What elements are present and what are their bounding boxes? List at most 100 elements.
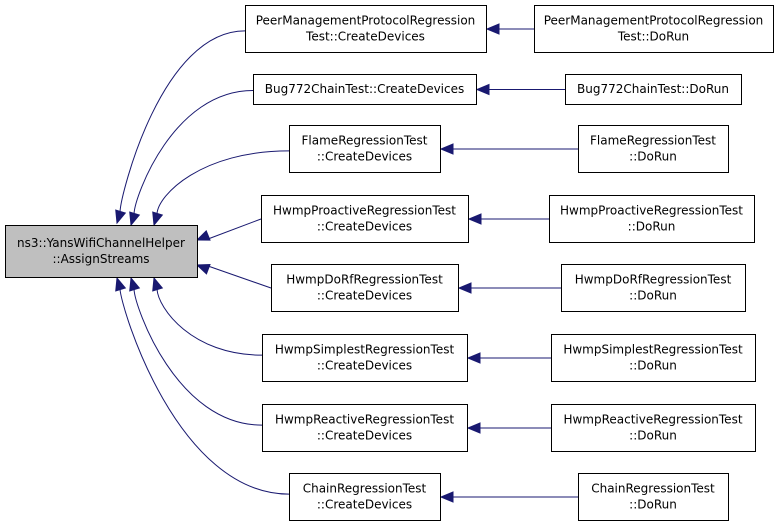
node-r4[interactable]: HwmpProactiveRegressionTest::DoRun xyxy=(549,195,755,243)
node-c3[interactable]: FlameRegressionTest::CreateDevices xyxy=(289,125,441,173)
node-c8[interactable]: ChainRegressionTest::CreateDevices xyxy=(289,473,441,521)
node-box xyxy=(534,5,774,53)
edge-r3-to-c3 xyxy=(439,143,578,155)
node-box xyxy=(262,334,468,382)
node-label: FlameRegressionTest xyxy=(302,134,428,148)
node-box xyxy=(245,5,487,53)
node-box xyxy=(551,404,756,452)
node-label: ChainRegressionTest xyxy=(591,482,715,496)
node-r5[interactable]: HwmpDoRfRegressionTest::DoRun xyxy=(561,264,746,312)
edge-r7-to-c7 xyxy=(466,422,551,434)
edge-line xyxy=(119,288,290,495)
node-label: HwmpProactiveRegressionTest xyxy=(273,204,456,218)
node-box xyxy=(578,125,729,173)
edge-line xyxy=(119,30,246,213)
node-c5[interactable]: HwmpDoRfRegressionTest::CreateDevices xyxy=(271,264,459,312)
edge-arrowhead xyxy=(467,213,482,225)
edge-r4-to-c4 xyxy=(467,213,549,225)
node-label: Bug772ChainTest::DoRun xyxy=(577,82,729,96)
edge-line xyxy=(156,150,290,215)
node-label: ::DoRun xyxy=(629,359,677,373)
node-label: HwmpSimplestRegressionTest xyxy=(563,343,743,357)
node-r6[interactable]: HwmpSimplestRegressionTest::DoRun xyxy=(551,334,756,382)
node-label: ::AssignStreams xyxy=(52,252,149,266)
node-r1[interactable]: PeerManagementProtocolRegressionTest::Do… xyxy=(534,5,774,53)
edge-c8-to-root xyxy=(115,276,290,495)
edge-arrowhead xyxy=(475,83,490,96)
edge-arrowhead xyxy=(195,264,211,275)
node-label: ::CreateDevices xyxy=(317,220,412,234)
edge-arrowhead xyxy=(115,209,127,225)
node-r2[interactable]: Bug772ChainTest::DoRun xyxy=(565,74,742,105)
node-box xyxy=(262,404,468,452)
edge-arrowhead xyxy=(466,422,481,434)
node-box xyxy=(549,195,755,243)
edge-c6-to-root xyxy=(152,276,263,356)
node-box xyxy=(271,264,459,312)
edge-c5-to-root xyxy=(195,264,272,289)
node-box xyxy=(578,473,729,521)
edge-arrowhead xyxy=(439,491,454,503)
edge-r2-to-c2 xyxy=(475,83,565,96)
edge-line xyxy=(207,218,262,240)
edge-arrowhead xyxy=(439,143,454,155)
edge-arrowhead xyxy=(485,23,500,35)
edge-arrowhead xyxy=(152,211,164,227)
node-box xyxy=(551,334,756,382)
edge-arrowhead xyxy=(129,211,141,227)
edge-c1-to-root xyxy=(115,30,246,225)
node-label: ::CreateDevices xyxy=(317,429,412,443)
edge-line xyxy=(133,90,254,215)
edge-c2-to-root xyxy=(129,90,254,227)
node-c7[interactable]: HwmpReactiveRegressionTest::CreateDevice… xyxy=(262,404,468,452)
node-label: ::CreateDevices xyxy=(317,289,412,303)
node-r8[interactable]: ChainRegressionTest::DoRun xyxy=(578,473,729,521)
node-label: ::CreateDevices xyxy=(317,150,412,164)
node-c6[interactable]: HwmpSimplestRegressionTest::CreateDevice… xyxy=(262,334,468,382)
edge-arrowhead xyxy=(457,282,472,294)
edge-arrowhead xyxy=(115,276,127,292)
edge-r6-to-c6 xyxy=(466,352,551,364)
node-c2[interactable]: Bug772ChainTest::CreateDevices xyxy=(253,74,477,105)
node-label: PeerManagementProtocolRegression xyxy=(544,14,764,28)
node-r7[interactable]: HwmpReactiveRegressionTest::DoRun xyxy=(551,404,756,452)
node-r3[interactable]: FlameRegressionTest::DoRun xyxy=(578,125,729,173)
edge-arrowhead xyxy=(129,276,141,292)
edge-arrowhead xyxy=(195,229,211,241)
nodes-layer: ns3::YansWifiChannelHelper::AssignStream… xyxy=(5,5,774,521)
edge-arrowhead xyxy=(152,276,164,292)
node-c1[interactable]: PeerManagementProtocolRegressionTest::Cr… xyxy=(245,5,487,53)
node-label: HwmpReactiveRegressionTest xyxy=(563,413,742,427)
edge-c4-to-root xyxy=(195,218,262,241)
node-label: ::CreateDevices xyxy=(317,359,412,373)
node-box xyxy=(289,473,441,521)
node-label: ChainRegressionTest xyxy=(303,482,427,496)
node-c4[interactable]: HwmpProactiveRegressionTest::CreateDevic… xyxy=(261,195,469,243)
node-label: HwmpDoRfRegressionTest xyxy=(575,273,732,287)
node-label: HwmpSimplestRegressionTest xyxy=(275,343,455,357)
edge-arrowhead xyxy=(466,352,481,364)
node-box xyxy=(561,264,746,312)
node-label: ::DoRun xyxy=(629,289,677,303)
node-box xyxy=(565,74,742,105)
edge-line xyxy=(133,288,263,426)
edge-c3-to-root xyxy=(152,150,290,227)
edges-layer xyxy=(115,23,578,503)
node-box xyxy=(289,125,441,173)
node-label: ::CreateDevices xyxy=(317,498,412,512)
node-box xyxy=(253,74,477,105)
edge-line xyxy=(156,288,263,356)
node-root[interactable]: ns3::YansWifiChannelHelper::AssignStream… xyxy=(5,225,198,278)
node-box xyxy=(5,225,198,278)
node-label: ::DoRun xyxy=(629,498,677,512)
node-label: FlameRegressionTest xyxy=(590,134,716,148)
node-label: HwmpDoRfRegressionTest xyxy=(286,273,443,287)
edge-r5-to-c5 xyxy=(457,282,561,294)
node-label: HwmpProactiveRegressionTest xyxy=(560,204,743,218)
node-label: Test::DoRun xyxy=(617,30,689,44)
edge-c7-to-root xyxy=(129,276,263,426)
node-box xyxy=(261,195,469,243)
node-label: HwmpReactiveRegressionTest xyxy=(275,413,454,427)
